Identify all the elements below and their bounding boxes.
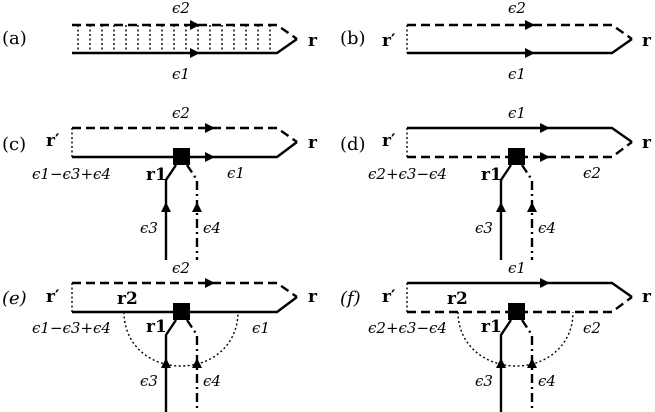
panel-d-start-label: r′ [382,131,396,151]
panel-e-right-arrow [192,358,202,368]
panel-f-start-label: r′ [382,287,396,307]
panel-b-top-dashed-line [407,23,633,40]
panel-e-in-left-label: ϵ3 [140,372,158,390]
panel-e-interaction-arc [123,311,239,367]
panel-f-label: (f) [340,288,361,309]
panel-f-vertex2-label: r2 [447,289,468,309]
panel-d-right-label: ϵ2 [583,164,601,182]
panel-d-top-arrow [540,123,550,133]
panel-b-start-label: r′ [382,31,396,51]
panel-b: (b) r′ ϵ2 ϵ1 r [340,0,652,83]
panel-f-interaction-arc [457,311,574,367]
panel-d-left-arrow [496,202,506,212]
panel-d-incoming-right-line [521,164,534,260]
panel-d-label: (d) [340,134,366,155]
panel-d-bottom-dashed-line [407,141,633,159]
panel-d-vertex-box [508,148,525,165]
panel-e-in-right-label: ϵ4 [203,372,221,390]
panel-e-vertex-label: r1 [146,317,167,337]
panel-e-label: (e) [2,288,27,309]
panel-c: (c) r′ ϵ2 ϵ1−ϵ3+ϵ4 r1 ϵ1 ϵ3 ϵ4 r [2,104,318,260]
panel-e-top-label: ϵ2 [172,259,190,277]
panel-b-end-label: r [642,31,652,51]
panel-e-incoming-right-line [186,319,199,412]
panel-f-top-label: ϵ1 [508,259,526,277]
panel-a: (a) ϵ2 ϵ1 r [2,0,318,83]
panel-f-in-left-label: ϵ3 [475,372,493,390]
panel-d-in-right-label: ϵ4 [538,219,556,237]
panel-d-in-left-label: ϵ3 [475,219,493,237]
panel-f: (f) r′ ϵ1 r2 ϵ2+ϵ3−ϵ4 r1 ϵ2 ϵ3 ϵ4 r [340,259,652,412]
panel-e: (e) r′ ϵ2 r2 ϵ1−ϵ3+ϵ4 r1 ϵ1 ϵ3 ϵ4 r [2,259,318,412]
panel-f-vertex-label: r1 [481,317,502,337]
panel-f-top-solid-line [407,281,633,298]
panel-d-vertex-label: r1 [481,165,502,185]
panel-c-incoming-left-line [164,164,177,260]
panel-f-bottom-dashed-line [407,296,633,314]
panel-c-left-arrow [161,202,171,212]
panel-c-end-label: r [308,133,318,153]
panel-e-left-arrow [161,358,171,368]
panel-f-vertex-box [508,303,525,320]
panel-d-left-label: ϵ2+ϵ3−ϵ4 [368,165,447,183]
panel-c-top-label: ϵ2 [172,104,190,122]
panel-b-bottom-solid-line [407,38,633,55]
panel-e-top-dashed-line [72,281,298,298]
panel-e-vertex-box [173,303,190,320]
panel-f-right-arrow [527,358,537,368]
panel-a-bottom-label: ϵ1 [172,65,190,83]
panel-a-bottom-solid-line [72,38,298,55]
panel-c-top-dashed-line [72,126,298,143]
panel-a-end-label: r [308,31,318,51]
panel-e-start-label: r′ [46,287,60,307]
panel-a-top-label: ϵ2 [172,0,190,17]
panel-c-right-label: ϵ1 [227,164,245,182]
panel-b-top-arrow [525,20,535,30]
panel-f-incoming-right-line [521,319,534,412]
panel-c-vertex-label: r1 [146,165,167,185]
panel-d-top-solid-line [407,126,633,143]
panel-e-end-label: r [308,287,318,307]
panel-b-label: (b) [340,28,366,49]
panel-f-in-right-label: ϵ4 [538,372,556,390]
panel-c-right-arrow [192,202,202,212]
panel-e-vertex2-label: r2 [117,289,138,309]
panel-d-incoming-left-line [499,164,512,260]
panel-a-top-arrow [190,20,200,30]
panel-b-top-label: ϵ2 [508,0,526,17]
panel-e-bottom-solid-line [72,296,298,314]
panel-f-end-label: r [642,287,652,307]
panel-e-top-arrow [205,278,215,288]
panel-d-bottom-arrow [540,152,550,162]
panel-f-left-arrow [496,358,506,368]
panel-f-top-arrow [540,278,550,288]
panel-f-left-label: ϵ2+ϵ3−ϵ4 [368,319,447,337]
panel-c-label: (c) [2,134,26,155]
panel-d-right-arrow [527,202,537,212]
panel-e-incoming-left-line [164,319,177,412]
panel-b-bottom-label: ϵ1 [508,65,526,83]
panel-c-top-arrow [205,123,215,133]
panel-c-bottom-solid-line [72,141,298,159]
panel-c-left-label: ϵ1−ϵ3+ϵ4 [32,165,111,183]
ladder-rungs [77,25,271,53]
panel-a-top-dashed-line [72,23,298,40]
panel-c-start-label: r′ [46,131,60,151]
panel-e-right-label: ϵ1 [252,319,270,337]
panel-c-incoming-right-line [186,164,199,260]
panel-f-incoming-left-line [499,319,512,412]
panel-d-top-label: ϵ1 [508,104,526,122]
panel-a-bottom-arrow [190,48,200,58]
panel-c-in-left-label: ϵ3 [140,219,158,237]
panel-c-vertex-box [173,148,190,165]
panel-a-label: (a) [2,28,27,49]
panel-e-left-label: ϵ1−ϵ3+ϵ4 [32,319,111,337]
panel-c-in-right-label: ϵ4 [203,219,221,237]
panel-c-bottom-arrow [205,152,215,162]
panel-b-bottom-arrow [525,48,535,58]
panel-f-right-label: ϵ2 [583,319,601,337]
panel-d: (d) r′ ϵ1 ϵ2+ϵ3−ϵ4 r1 ϵ2 ϵ3 ϵ4 r [340,104,652,260]
panel-d-end-label: r [642,133,652,153]
